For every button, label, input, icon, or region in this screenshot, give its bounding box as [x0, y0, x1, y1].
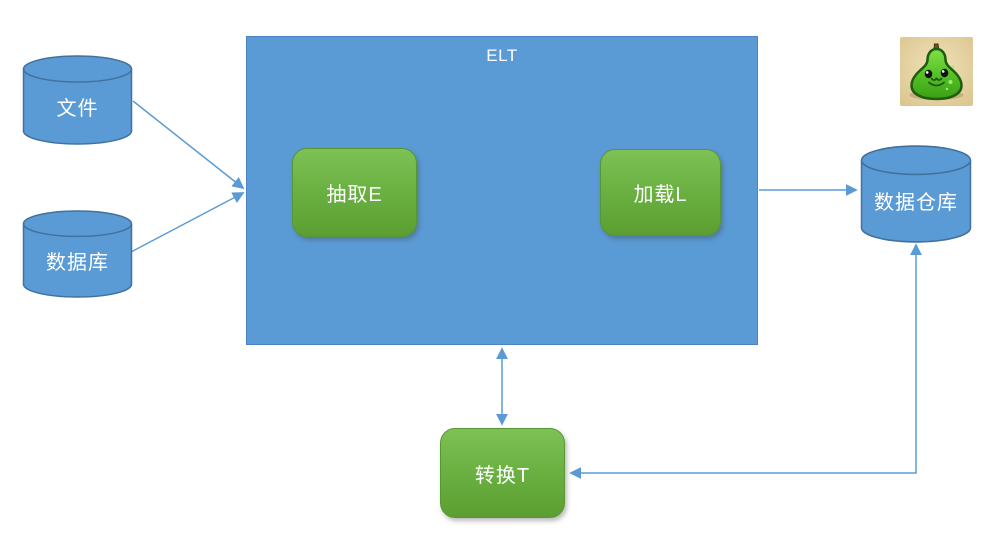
pear-mascot-drawing [900, 37, 973, 106]
warehouse-cylinder: 数据仓库 [860, 145, 972, 243]
load-step-box: 加载L [600, 149, 721, 236]
elt-container-box: ELT 抽取E 加载L [246, 36, 758, 345]
pear-mascot-icon [900, 37, 973, 106]
cylinder-shape [22, 55, 133, 145]
source-file-label: 文件 [56, 97, 99, 120]
arrow-database-to-elt [130, 192, 245, 253]
extract-step-label: 抽取E [326, 184, 383, 206]
arrow-file-to-elt [132, 100, 245, 190]
source-database-cylinder: 数据库 [22, 210, 133, 298]
source-database-label: 数据库 [46, 251, 109, 274]
extract-step-box: 抽取E [292, 148, 417, 237]
elt-title: ELT [486, 46, 518, 65]
cylinder-shape [860, 145, 972, 243]
cylinder-shape [22, 210, 133, 298]
load-step-label: 加载L [633, 184, 688, 206]
warehouse-label: 数据仓库 [874, 191, 958, 214]
transform-step-label: 转换T [474, 464, 531, 487]
transform-step-box: 转换T [440, 428, 565, 518]
source-file-cylinder: 文件 [22, 55, 133, 145]
